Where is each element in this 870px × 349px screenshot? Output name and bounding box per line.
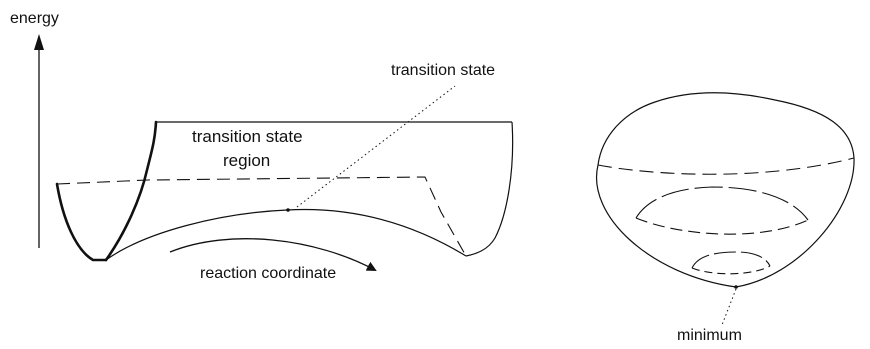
valley-floor-curve xyxy=(105,208,467,261)
reaction-coordinate-label: reaction coordinate xyxy=(200,265,337,282)
middle-contour-lower xyxy=(635,217,809,235)
transition-state-pointer xyxy=(296,85,456,208)
minimum-label: minimum xyxy=(677,327,742,344)
transition-state-region-label-line1: transition state xyxy=(192,127,303,146)
inner-contour-lower xyxy=(691,265,771,275)
transition-state-point xyxy=(286,208,290,212)
minimum-point xyxy=(734,285,738,289)
reaction-surface xyxy=(55,85,514,271)
energy-axis-label: energy xyxy=(10,10,59,27)
bowl-outline xyxy=(596,92,855,288)
middle-contour-upper xyxy=(635,186,809,221)
minimum-bowl xyxy=(596,92,855,326)
transition-state-label: transition state xyxy=(391,62,496,79)
left-wall-outline xyxy=(104,120,158,262)
transition-state-region-label-line2: region xyxy=(223,151,271,170)
dashed-contour xyxy=(56,176,467,257)
energy-axis xyxy=(34,34,44,248)
left-well-outline xyxy=(55,182,108,262)
minimum-pointer xyxy=(721,288,737,326)
right-wall-outline xyxy=(465,121,514,257)
inner-contour-upper xyxy=(691,251,771,269)
rim-contour xyxy=(597,157,855,175)
reaction-coordinate-arrow xyxy=(169,238,377,271)
